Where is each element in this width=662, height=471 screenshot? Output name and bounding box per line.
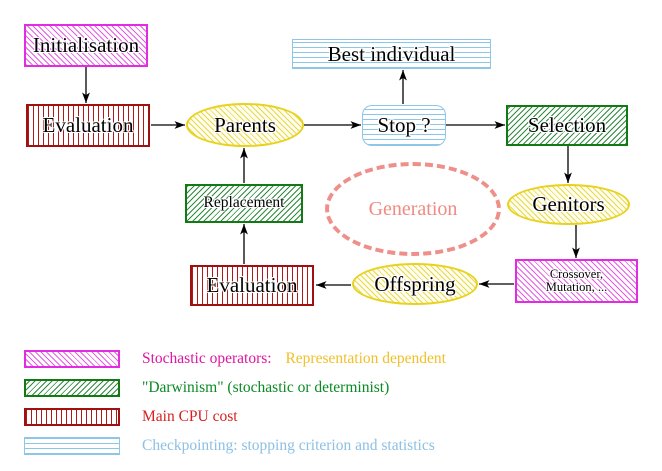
legend-row-main-cpu-cost: Main CPU cost bbox=[24, 404, 446, 429]
node-stop-label: Stop ? bbox=[377, 113, 431, 138]
node-genitors-label: Genitors bbox=[532, 192, 605, 217]
legend-label-stochastic-operators: Stochastic operators: Representation dep… bbox=[142, 350, 446, 368]
node-initialisation[interactable]: Initialisation bbox=[24, 24, 148, 67]
node-evaluation-bottom[interactable]: Evaluation bbox=[190, 265, 314, 306]
node-stop[interactable]: Stop ? bbox=[362, 105, 446, 146]
legend-swatch-blue-horizontal-hatch bbox=[24, 436, 120, 455]
node-crossover-mutation-label: Crossover, Mutation, ... bbox=[545, 266, 608, 294]
node-best-individual-label: Best individual bbox=[327, 41, 456, 66]
legend-row-darwinism: "Darwinism" (stochastic or determinist) bbox=[24, 375, 446, 400]
node-selection[interactable]: Selection bbox=[506, 105, 628, 146]
legend-label-checkpointing: Checkpointing: stopping criterion and st… bbox=[142, 436, 435, 454]
node-selection-label: Selection bbox=[527, 113, 607, 138]
node-initialisation-label: Initialisation bbox=[32, 33, 140, 58]
legend-label-darwinism: "Darwinism" (stochastic or determinist) bbox=[142, 378, 390, 396]
legend-text-stochastic-operators: Stochastic operators: bbox=[142, 349, 272, 367]
generation-text: Generation bbox=[368, 197, 458, 220]
legend-row-checkpointing: Checkpointing: stopping criterion and st… bbox=[24, 433, 446, 458]
node-replacement-label: Replacement bbox=[203, 194, 285, 212]
node-evaluation-top-label: Evaluation bbox=[42, 113, 134, 138]
node-evaluation-top[interactable]: Evaluation bbox=[26, 104, 150, 147]
legend-text-representation-dependent: Representation dependent bbox=[285, 349, 446, 367]
legend-row-stochastic-operators: Stochastic operators: Representation dep… bbox=[24, 346, 446, 371]
node-offspring[interactable]: Offspring bbox=[352, 263, 478, 305]
legend-swatch-green-hatch bbox=[24, 378, 120, 397]
node-evaluation-bottom-label: Evaluation bbox=[206, 273, 298, 298]
node-parents-label: Parents bbox=[214, 112, 276, 137]
node-replacement[interactable]: Replacement bbox=[185, 184, 303, 223]
legend-swatch-red-vertical-hatch bbox=[24, 407, 120, 426]
node-parents[interactable]: Parents bbox=[186, 103, 304, 147]
node-genitors[interactable]: Genitors bbox=[507, 184, 630, 225]
node-offspring-label: Offspring bbox=[374, 271, 456, 296]
node-crossover-mutation[interactable]: Crossover, Mutation, ... bbox=[515, 259, 638, 303]
legend-swatch-magenta-hatch bbox=[24, 349, 120, 368]
legend: Stochastic operators: Representation dep… bbox=[24, 346, 446, 462]
legend-label-main-cpu-cost: Main CPU cost bbox=[142, 407, 238, 425]
node-best-individual[interactable]: Best individual bbox=[292, 39, 491, 69]
generation-cycle-label: Generation bbox=[325, 162, 501, 256]
